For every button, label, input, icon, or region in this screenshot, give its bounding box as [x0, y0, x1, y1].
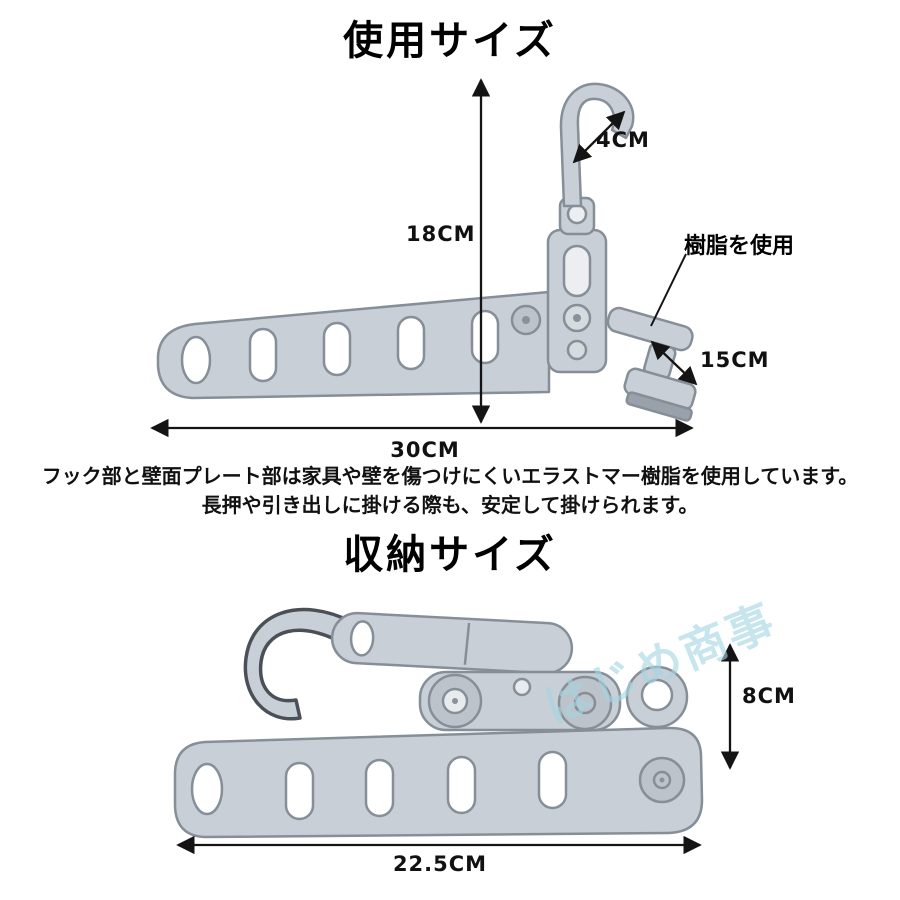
folded-top-arm — [330, 611, 574, 675]
top-arm-hole — [349, 620, 375, 657]
usage-size-title: 使用サイズ — [343, 17, 557, 64]
joint-pin — [512, 677, 532, 697]
joint-disc2-hole — [573, 691, 597, 715]
storage-hanger-illustration — [173, 607, 704, 839]
storage-height-label: 8CM — [742, 684, 796, 708]
body-screw — [566, 339, 588, 361]
arm-hole — [322, 321, 352, 377]
arm-hole — [470, 309, 500, 365]
storage-arm-button-ring — [652, 770, 672, 790]
storage-arm-hole — [446, 755, 477, 815]
resin-note-label: 樹脂を使用 — [684, 233, 795, 259]
arm-end-hole — [180, 335, 212, 385]
hook-width-label: 4CM — [596, 128, 650, 152]
joint-disc-center — [452, 698, 458, 704]
storage-arm-hole — [284, 761, 315, 821]
description-line-2: 長押や引き出しに掛ける際も、安定して掛けられます。 — [201, 493, 699, 517]
description-line-1: フック部と壁面プレート部は家具や壁を傷つけにくいエラストマー樹脂を使用しています… — [41, 464, 859, 488]
arm-hole — [248, 327, 278, 383]
swivel-hole — [566, 203, 588, 225]
usage-width-label: 30CM — [390, 438, 460, 462]
storage-width-label: 22.5CM — [392, 852, 488, 876]
arm-pivot-center — [522, 316, 530, 324]
storage-arm-hole — [537, 750, 568, 810]
storage-size-title: 収納サイズ — [343, 531, 557, 578]
body-slot — [562, 244, 592, 298]
storage-arm-button-center — [659, 777, 665, 783]
folded-hook — [243, 607, 354, 721]
hanging-ring-hole — [640, 678, 674, 712]
storage-arm-hole — [364, 758, 395, 818]
resin-pointer-line — [650, 253, 687, 327]
storage-main-arm — [173, 726, 704, 839]
description-paragraph: フック部と壁面プレート部は家具や壁を傷つけにくいエラストマー樹脂を使用しています… — [0, 462, 900, 520]
clamp-depth-arrow — [650, 340, 698, 386]
storage-arm-end-hole — [190, 762, 224, 816]
clamp-depth-label: 15CM — [700, 348, 770, 372]
joint-disc2 — [557, 675, 613, 731]
dimension-arrows — [150, 78, 740, 855]
hook-width-arrow — [572, 110, 626, 164]
arm-hole — [396, 315, 426, 371]
body-joint-center — [573, 314, 581, 322]
usage-height-label: 18CM — [406, 222, 476, 246]
